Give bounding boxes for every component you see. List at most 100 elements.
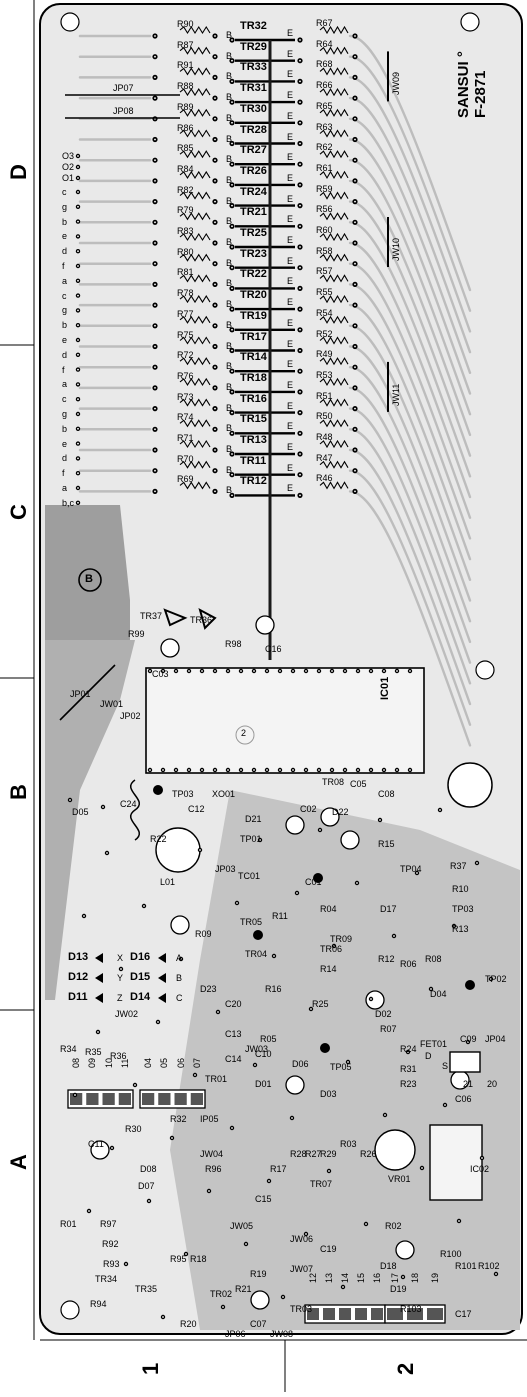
copper-trace xyxy=(348,345,472,602)
resistor-symbol xyxy=(179,419,211,428)
jumper-label: JW10 xyxy=(391,237,401,261)
component-label: C14 xyxy=(225,1054,242,1064)
pad-hole xyxy=(231,246,233,248)
pad-hole xyxy=(231,225,233,228)
pad-hole xyxy=(299,163,301,166)
pad-hole xyxy=(354,55,356,58)
pad-hole xyxy=(354,345,356,348)
pad-hole xyxy=(77,339,79,341)
pad-hole xyxy=(77,487,79,489)
resistor-symbol xyxy=(319,46,349,55)
segment-pad-label: g xyxy=(62,201,68,212)
component-label: C08 xyxy=(378,789,395,799)
component-label: R35 xyxy=(85,1047,102,1057)
base-pin-label: B xyxy=(226,237,233,247)
pad-hole xyxy=(299,266,301,269)
ic-orientation-mark xyxy=(235,725,255,745)
pad-hole xyxy=(102,806,104,808)
segment-pad-label: f xyxy=(62,468,65,479)
resistor-label: R57 xyxy=(316,266,333,277)
board-model: F-2871 xyxy=(471,70,489,118)
segment-pad-label: b,c xyxy=(62,497,75,508)
pad-hole xyxy=(279,670,281,672)
pad-hole xyxy=(154,387,156,389)
emitter-pin-label: E xyxy=(287,483,294,494)
transistor-label: TR16 xyxy=(240,392,267,405)
diode-symbol xyxy=(95,953,103,963)
component-label: JP01 xyxy=(70,689,91,699)
variable-resistor xyxy=(374,1129,416,1171)
component-label: R96 xyxy=(205,1164,222,1174)
base-pin-label: B xyxy=(226,444,233,454)
pad-hole xyxy=(305,769,307,771)
base-pin-label: B xyxy=(226,423,233,434)
copper-trace xyxy=(348,138,472,395)
pad-hole xyxy=(231,494,233,497)
pad-hole xyxy=(354,35,356,37)
resistor-symbol xyxy=(179,150,211,159)
pad-hole xyxy=(149,769,151,771)
resistor-symbol xyxy=(319,295,349,304)
resistor-symbol xyxy=(319,25,349,35)
base-pin-label: B xyxy=(226,112,233,123)
diode-label: D12 xyxy=(68,971,89,983)
pad-hole xyxy=(299,432,301,435)
transistor-symbol xyxy=(163,608,188,627)
connector-pin-label: 09 xyxy=(87,1057,98,1068)
pad-hole xyxy=(354,242,356,244)
connector-pin xyxy=(427,1308,443,1320)
transistor-label: TR21 xyxy=(240,206,267,219)
pad-hole xyxy=(354,200,356,203)
pad-hole xyxy=(402,1276,404,1278)
component-label: JP06 xyxy=(225,1329,246,1339)
component-label: R19 xyxy=(250,1269,267,1279)
pad-hole xyxy=(299,121,301,124)
component-label: TR01 xyxy=(205,1074,228,1084)
pad-hole xyxy=(409,769,411,771)
base-pin-label: B xyxy=(226,278,233,289)
pad-hole xyxy=(154,200,156,203)
component-label: R03 xyxy=(340,1139,357,1149)
pad-hole xyxy=(231,432,233,435)
pad-hole xyxy=(354,262,356,265)
ic-label: IC01 xyxy=(379,676,391,700)
pad-hole xyxy=(354,304,356,306)
component-label: R100 xyxy=(440,1249,462,1259)
pad-hole xyxy=(331,769,333,771)
diode-label: D13 xyxy=(68,951,89,963)
resistor-symbol xyxy=(179,253,211,262)
pad-hole xyxy=(384,1114,386,1116)
pad-hole xyxy=(240,670,242,672)
component-label: TR05 xyxy=(240,917,263,927)
pad-hole xyxy=(125,1263,127,1265)
component-label: R09 xyxy=(195,929,212,939)
test-point xyxy=(153,785,163,795)
component-label: C13 xyxy=(225,1029,242,1039)
component-label: TR37 xyxy=(140,611,163,621)
electrolytic-capacitor xyxy=(285,1075,305,1095)
resistor-label: R69 xyxy=(177,474,194,485)
component-label: D04 xyxy=(430,989,447,999)
pad-hole xyxy=(299,59,301,62)
pad-hole xyxy=(214,221,216,224)
emitter-pin-label: E xyxy=(287,48,294,59)
pad-hole xyxy=(77,250,79,253)
transistor-label: TR12 xyxy=(240,475,267,488)
pad-hole xyxy=(379,819,381,821)
copper-trace xyxy=(348,366,472,623)
pad-hole xyxy=(77,368,79,371)
component-label: R13 xyxy=(452,924,469,934)
diode-symbol xyxy=(95,993,103,1003)
pad-hole xyxy=(245,1243,247,1245)
component-label: R92 xyxy=(102,1239,119,1249)
component-label: D19 xyxy=(390,1284,407,1294)
pad-hole xyxy=(171,1137,173,1139)
pad-hole xyxy=(396,670,398,672)
pad-hole xyxy=(299,308,301,310)
electrolytic-capacitor xyxy=(285,815,305,835)
component-label: R12 xyxy=(378,954,395,964)
diode-symbol xyxy=(158,953,166,963)
pad-hole xyxy=(291,1117,293,1119)
component-label: R31 xyxy=(400,1064,417,1074)
pad-hole xyxy=(154,76,156,79)
